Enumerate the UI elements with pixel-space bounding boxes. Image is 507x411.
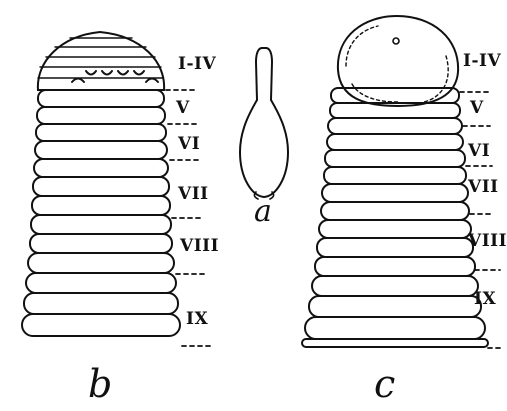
specimen-c-boundaries	[460, 92, 504, 348]
label-c-vii: VII	[467, 177, 499, 197]
label-b-i-iv: I-IV	[178, 54, 216, 74]
label-b-viii: VIII	[179, 236, 219, 256]
specimen-b-head	[38, 32, 164, 90]
specimen-b-setae	[72, 71, 158, 82]
specimen-b-rings	[22, 90, 180, 336]
specimen-c-pore	[393, 38, 399, 44]
label-c-vi: VI	[467, 141, 490, 161]
panel-c-letter: c	[374, 362, 395, 406]
label-c-i-iv: I-IV	[463, 51, 501, 71]
label-b-vii: VII	[177, 184, 209, 204]
specimen-a-outline	[240, 48, 288, 197]
specimen-b-boundaries	[166, 90, 210, 346]
label-c-v: V	[469, 98, 484, 118]
panel-b-letter: b	[88, 362, 112, 406]
label-b-vi: VI	[177, 134, 200, 154]
label-b-v: V	[175, 98, 190, 118]
label-c-viii: VIII	[467, 231, 507, 251]
specimen-c-rings	[302, 88, 488, 347]
label-c-ix: IX	[474, 289, 496, 309]
panel-a-letter: a	[254, 194, 272, 229]
label-b-ix: IX	[186, 309, 208, 329]
specimen-b-labels: I-IV V VI VII VIII IX	[175, 54, 219, 329]
specimen-a	[240, 48, 288, 199]
